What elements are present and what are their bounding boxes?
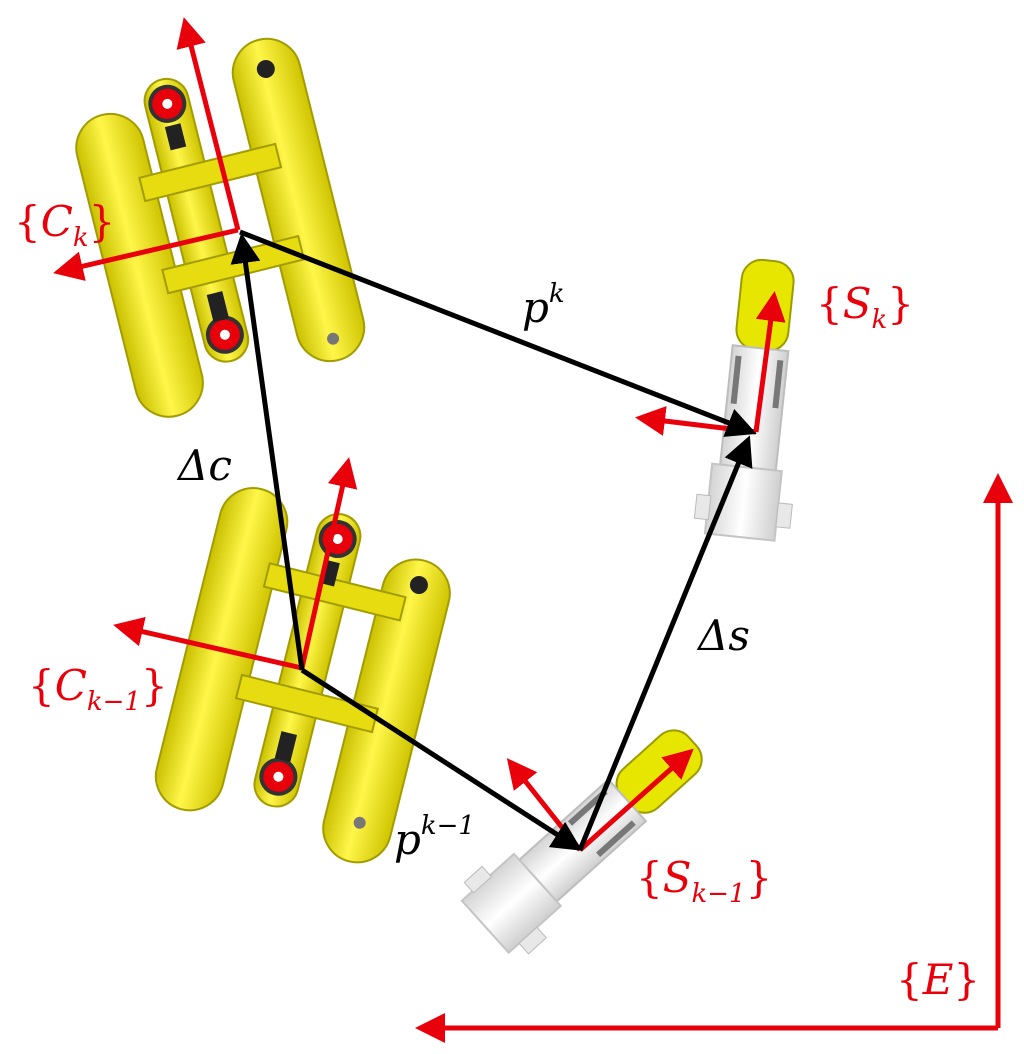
catamaran-k — [75, 37, 366, 418]
frame-e-axes — [415, 473, 1013, 1043]
frame-c-km1-axes — [113, 457, 358, 671]
frame-c-k-axes — [53, 17, 241, 281]
frame-c-km1-lateral-axis — [113, 616, 303, 671]
label-vector-delta-c: Δc — [176, 441, 232, 490]
frame-s-k-forward-axis — [753, 291, 786, 433]
vector-p-k-minus-1 — [300, 667, 583, 851]
catamaran-k-minus-1 — [154, 487, 451, 864]
vector-p-k — [239, 229, 757, 437]
vector-delta-s — [577, 435, 753, 851]
frame-c-km1-forward-axis — [299, 457, 358, 669]
sensor-k-minus-1 — [460, 729, 703, 955]
label-vector-p-k: pk — [522, 279, 565, 332]
label-frame-e: {E} — [896, 955, 980, 1004]
frame-c-k-lateral-axis — [53, 227, 239, 281]
sensor-k — [693, 258, 795, 542]
label-frame-s-k-minus-1: {Sk−1} — [636, 853, 772, 909]
frame-c-k-forward-axis — [176, 17, 241, 231]
pose-vectors — [230, 229, 757, 851]
vector-delta-c — [230, 233, 305, 671]
label-frame-s-k: {Sk} — [816, 279, 914, 335]
label-frame-c-k-minus-1: {Ck−1} — [28, 661, 168, 717]
label-vector-delta-s: Δs — [696, 611, 750, 660]
frame-s-km1-forward-axis — [578, 748, 694, 852]
label-vector-p-k-minus-1: pk−1 — [394, 811, 475, 864]
label-frame-c-k: {Ck} — [14, 197, 115, 253]
